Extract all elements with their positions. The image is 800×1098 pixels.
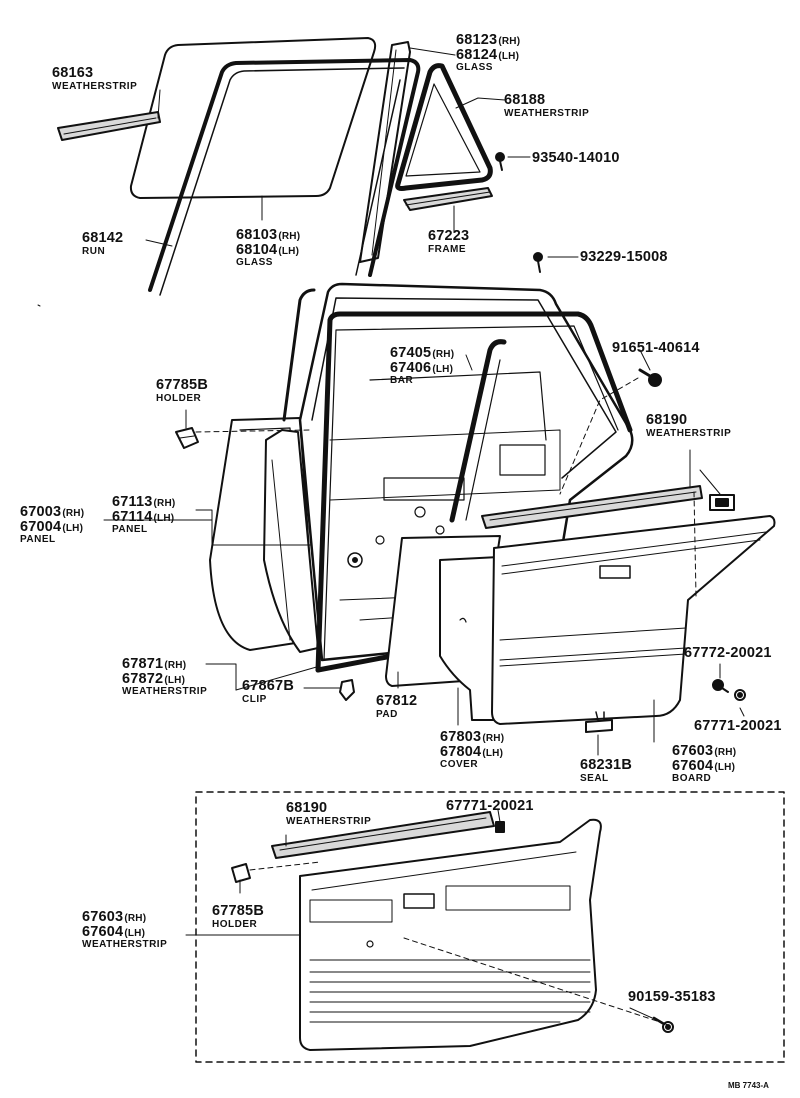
clip-refer-fig [709,494,735,511]
part-number: 68188 [504,92,546,108]
figure-code-text: MB 7743-A [728,1081,769,1090]
label-67867: 67867B CLIP [242,679,294,705]
leader-lines [103,47,745,1027]
label-67003: 67003(RH) 67004(LH) PANEL [20,504,85,545]
part-number: 67772-20021 [684,645,772,661]
label-68103: 68103(RH) 68104(LH) GLASS [236,227,301,268]
part-number-lh: 68124(LH) [456,46,520,63]
weatherstrip-68190-lower [271,811,495,859]
part-name: GLASS [236,257,273,268]
part-number: 67785B [212,903,264,919]
label-67785-lower: 67785B HOLDER [212,904,264,930]
part-name: CLIP [242,693,267,705]
label-68190-lower: 68190 WEATHERSTRIP [286,801,371,827]
label-67113: 67113(RH) 67114(LH) PANEL [112,494,176,535]
label-67405: 67405(RH) 67406(LH) BAR [390,345,455,386]
part-number: 90159-35183 [628,989,716,1005]
bolt-91651 [638,368,662,387]
label-68142: 68142 RUN [82,231,123,257]
part-name: HOLDER [212,918,258,930]
dashed-leader-lines [37,304,697,1023]
label-68163: 68163 WEATHERSTRIP [52,66,137,92]
figure-code: MB 7743-A [728,1076,769,1092]
part-number: 67785B [156,377,208,393]
part-name: FRAME [428,243,467,255]
label-67812: 67812 PAD [376,694,417,720]
part-number: 91651-40614 [612,340,700,356]
clip-67867 [339,679,355,701]
part-number: 68163 [52,65,94,81]
screw-67771-lower [495,821,505,833]
part-name: PANEL [112,524,148,535]
weatherstrip-68163 [57,111,161,141]
label-67785-upper: 67785B HOLDER [156,378,208,404]
label-68231: 68231B SEAL [580,758,632,784]
part-name: GLASS [456,62,493,73]
label-67871: 67871(RH) 67872(LH) WEATHERSTRIP [122,656,208,697]
door-internal-mechanism [339,371,547,621]
part-name: BOARD [672,773,712,784]
glass-run-68142 [148,58,421,296]
label-93229: 93229-15008 [580,250,668,265]
screw-67771-upper [734,689,746,701]
part-number: 67223 [428,228,470,244]
label-67772: 67772-20021 [684,646,772,661]
part-number: 67771-20021 [694,718,782,734]
part-name: WEATHERSTRIP [286,815,372,827]
holder-67785-upper [175,427,199,449]
frame-67223 [403,187,493,211]
holder-67785-lower [231,863,251,883]
part-number: 67771-20021 [446,798,534,814]
part-name: WEATHERSTRIP [504,107,590,119]
label-93540: 93540-14010 [532,151,620,166]
bar-67405 [449,339,507,523]
label-67603-lower: 67603(RH) 67604(LH) WEATHERSTRIP [82,909,168,950]
part-name: WEATHERSTRIP [52,80,138,92]
screw-93229 [533,252,543,273]
part-name: SEAL [580,772,609,784]
label-67771-lower: 67771-20021 [446,799,534,814]
part-number-rh: 68123(RH) [456,32,521,48]
weatherstrip-67871 [315,311,633,673]
part-number: 68142 [82,230,124,246]
screw-93540 [495,152,505,171]
label-68188: 68188 WEATHERSTRIP [504,93,589,119]
label-67771-upper: 67771-20021 [694,719,782,734]
part-number: 67812 [376,693,418,709]
part-name: COVER [440,759,479,770]
label-68123: 68123(RH) 68124(LH) GLASS [456,33,520,73]
label-68190-upper: 68190 WEATHERSTRIP [646,413,731,439]
weatherstrip-68190-upper [481,485,703,529]
part-number: 68231B [580,757,632,773]
part-number: 68190 [646,412,688,428]
label-90159: 90159-35183 [628,990,716,1005]
label-67223: 67223 FRAME [428,229,469,255]
part-name: WEATHERSTRIP [646,427,732,439]
screw-67772 [712,679,729,693]
part-name: HOLDER [156,392,202,404]
label-91651: 91651-40614 [612,341,700,356]
part-number: 93540-14010 [532,150,620,166]
label-67603-upper: 67603(RH) 67604(LH) BOARD [672,743,737,784]
part-name: WEATHERSTRIP [122,686,208,697]
part-number: 68190 [286,800,328,816]
part-name: BAR [390,375,414,386]
part-number: 93229-15008 [580,249,668,265]
part-name: PANEL [20,534,56,545]
board-67603-lower [299,818,602,1051]
part-number: 67867B [242,678,294,694]
seal-68231 [585,711,613,733]
part-name: PAD [376,708,398,720]
label-67803: 67803(RH) 67804(LH) COVER [440,729,505,770]
part-name: WEATHERSTRIP [82,939,168,950]
weatherstrip-68188 [395,63,493,191]
part-name: RUN [82,245,106,257]
board-67603-upper [491,515,776,725]
